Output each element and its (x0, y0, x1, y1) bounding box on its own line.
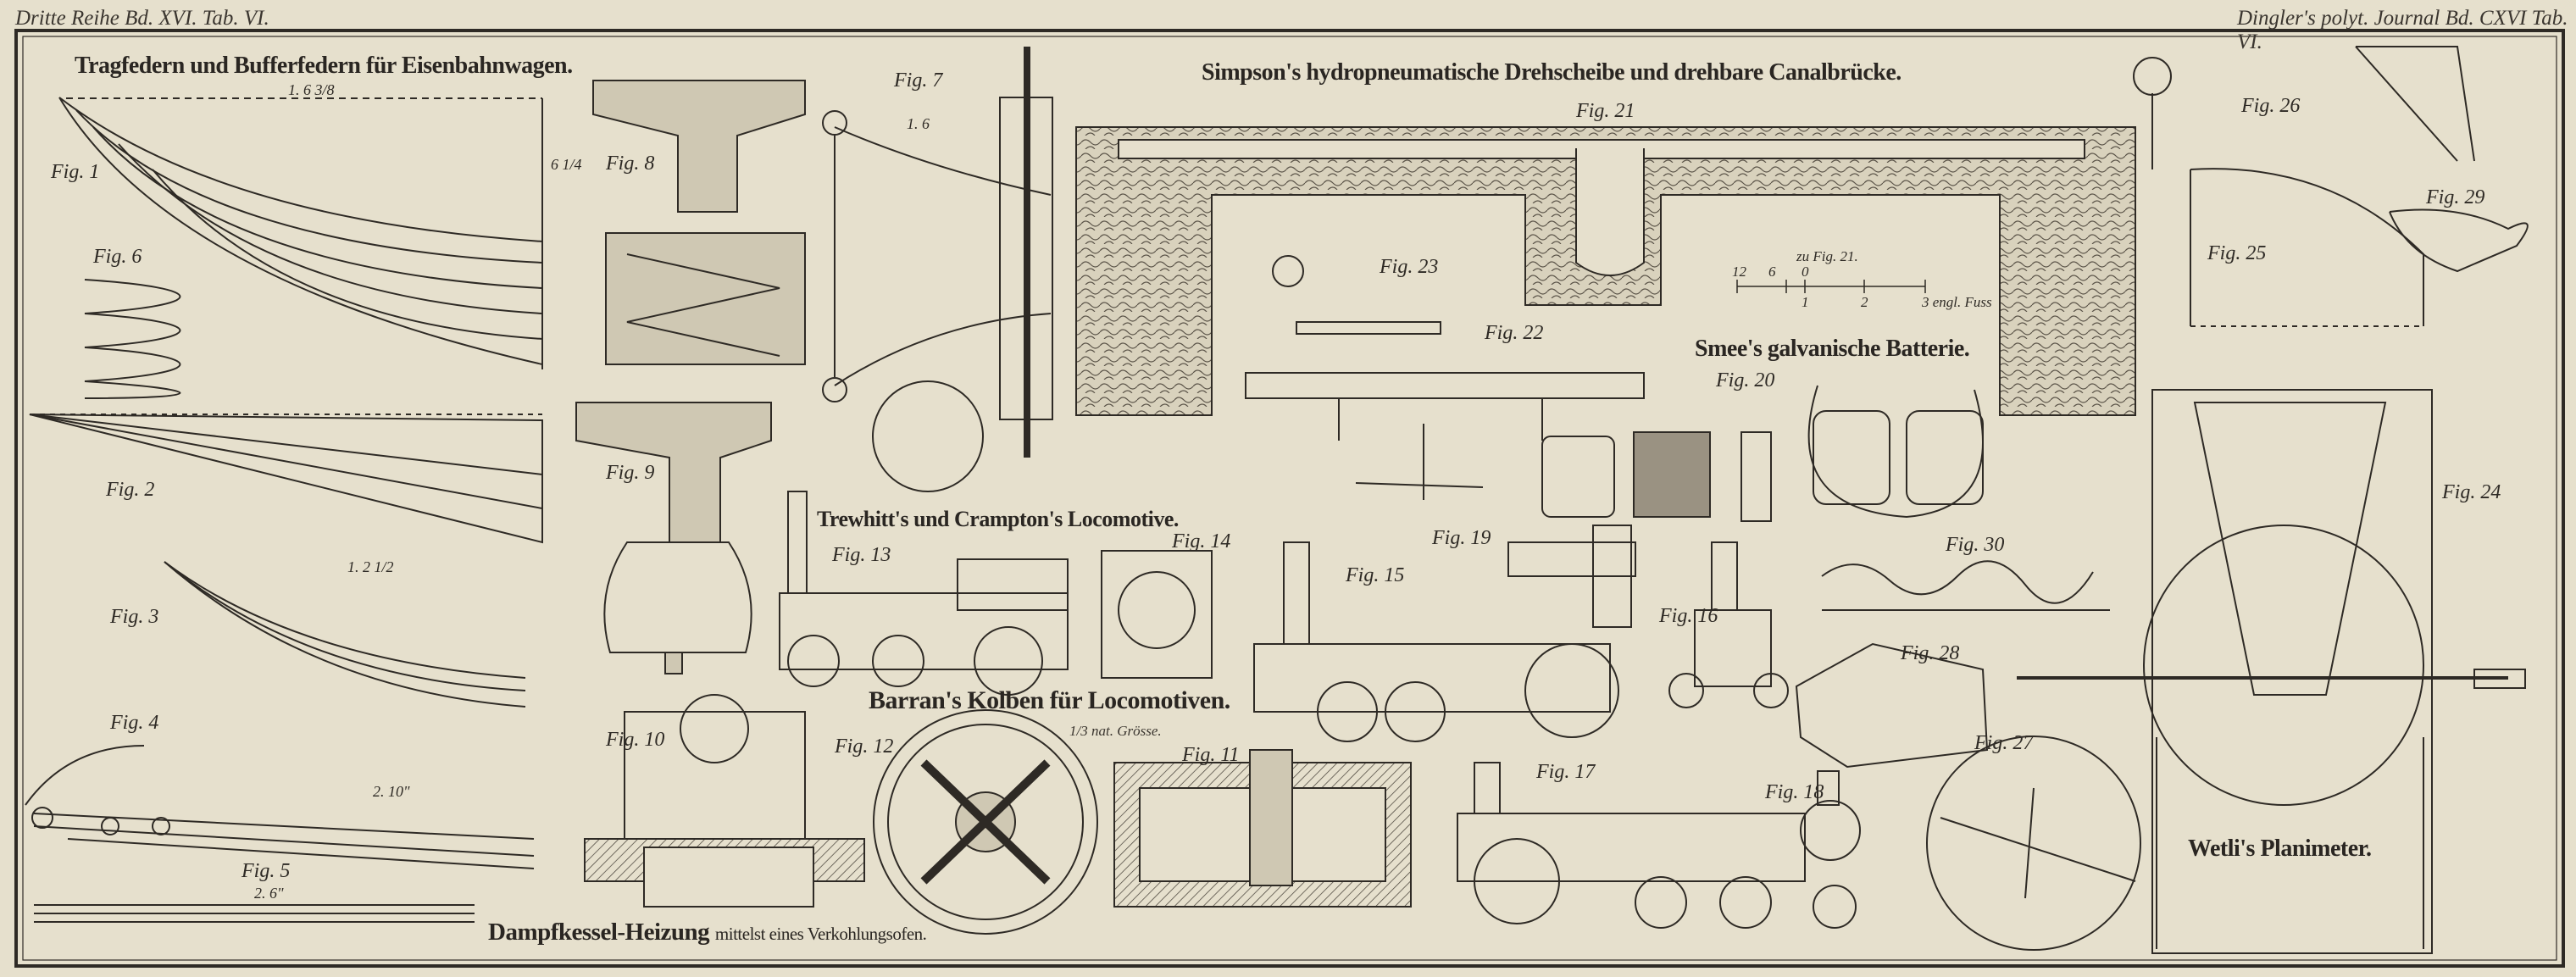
fig27-circle (1926, 736, 2141, 951)
title-trewhitt: Trewhitt's und Crampton's Locomotive. (817, 507, 1179, 531)
fig-label: Fig. 5 (241, 860, 290, 882)
barran-scale-note: 1/3 nat. Grösse. (1069, 723, 1162, 739)
fig12-piston-wheel (873, 709, 1098, 935)
fig-label: Fig. 4 (109, 712, 158, 734)
fig-label: Fig. 6 (92, 246, 142, 268)
scale-tick: 1 (1802, 294, 1809, 310)
fig-label: Fig. 12 (834, 736, 893, 758)
fig-label: Fig. 14 (1171, 530, 1230, 552)
fig-label: Fig. 23 (1379, 256, 1438, 278)
fig8-rail-drawing (592, 80, 806, 365)
title-wetli: Wetli's Planimeter. (2188, 835, 2372, 862)
plate-frame (14, 29, 2565, 968)
fig20-battery-drawing (1541, 385, 1984, 522)
fig7-spring-drawing (822, 47, 1053, 492)
fig-label: Fig. 13 (831, 544, 891, 566)
fig11-piston-section (1113, 749, 1412, 908)
fig-label: Fig. 30 (1945, 534, 2004, 556)
fig-label: Fig. 29 (2425, 186, 2484, 208)
fig-label: Fig. 24 (2441, 481, 2501, 503)
fig-label: Fig. 19 (1431, 527, 1491, 549)
title-springs: Tragfedern und Bufferfedern für Eisenbah… (75, 53, 573, 79)
fig-label: Fig. 16 (1658, 605, 1718, 627)
fig-label: Fig. 21 (1575, 100, 1635, 122)
title-smee: Smee's galvanische Batterie. (1695, 336, 1970, 362)
fig2-spring-drawing (29, 414, 543, 544)
scale-tick: 12 (1732, 264, 1747, 280)
fig-label: Fig. 8 (605, 153, 654, 175)
fig-label: Fig. 17 (1535, 761, 1596, 783)
fig19-16-drawing (1507, 525, 1789, 708)
fig3-spring-drawing (164, 561, 526, 708)
fig-label: Fig. 15 (1345, 564, 1404, 586)
fig1-leaf-spring-drawing (58, 97, 543, 369)
header-journal: Dingler's polyt. Journal Bd. CXVI Tab. V… (2237, 7, 2568, 53)
fig-label: Fig. 1 (50, 161, 99, 183)
figure-labels: Fig. 1 Fig. 6 Fig. 2 Fig. 3 Fig. 4 Fig. … (50, 69, 2501, 882)
title-dampfkessel-sub: mittelst eines Verkohlungsofen. (714, 924, 927, 944)
scale-tick: 3 engl. Fuss (1921, 294, 1992, 310)
fig4-buffer-drawing (25, 745, 535, 869)
fig25-26-29-geometry (2190, 46, 2529, 327)
scale-tick: 2 (1861, 294, 1868, 310)
fig10-boiler-drawing (584, 694, 865, 908)
fig-label: Fig. 27 (1974, 732, 2034, 754)
fig-label: Fig. 10 (605, 729, 664, 751)
fig28-polygon (1795, 642, 1989, 769)
fig15-locomotive (1253, 541, 1619, 742)
title-barran: Barran's Kolben für Locomotiven. (869, 686, 1230, 714)
scale-bar (1736, 280, 1926, 293)
fig24-planimeter (2017, 389, 2526, 954)
fig14-locomotive-front (1101, 550, 1213, 679)
dimension-label: 1. 2 1/2 (347, 558, 394, 575)
fig-label: Fig. 28 (1900, 642, 1959, 664)
dimension-labels: 1. 6 3/8 6 1/4 1. 2 1/2 2. 10" 2. 6" 1. … (254, 81, 930, 902)
fig9-drawing (575, 402, 772, 674)
scale-tick: 6 (1768, 264, 1776, 280)
dimension-label: 2. 10" (373, 783, 410, 800)
fig13-locomotive (779, 491, 1069, 696)
fig-label: Fig. 2 (105, 479, 154, 501)
fig21-turntable-section (1075, 57, 2172, 416)
fig6-coil-spring-drawing (84, 279, 181, 399)
fig-label: Fig. 9 (605, 462, 654, 484)
fig30-curve (1821, 560, 2110, 611)
fig17-locomotive (1457, 762, 1806, 929)
fig22-23-mechanism (1245, 255, 1645, 500)
scale-labels: zu Fig. 21. 12 6 0 1 2 3 engl. Fuss (1732, 248, 1992, 310)
title-simpson: Simpson's hydropneumatische Drehscheibe … (1202, 59, 1901, 86)
dimension-label: 2. 6" (254, 885, 284, 902)
scale-tick: 0 (1802, 264, 1809, 280)
fig-label: Fig. 22 (1484, 322, 1543, 344)
fig-label: Fig. 26 (2240, 95, 2300, 117)
header-series: Dritte Reihe Bd. XVI. Tab. VI. (15, 7, 269, 30)
fig-label: Fig. 25 (2207, 242, 2266, 264)
fig-label: Fig. 7 (893, 69, 943, 92)
dimension-label: 1. 6 3/8 (288, 81, 335, 98)
fig-label: Fig. 3 (109, 606, 158, 628)
title-dampfkessel-main: Dampfkessel-Heizung (488, 919, 710, 946)
fig5-spring-drawing (34, 904, 475, 923)
dimension-label: 6 1/4 (551, 156, 582, 173)
fig-label: Fig. 11 (1181, 744, 1240, 766)
fig-label: Fig. 18 (1764, 781, 1824, 803)
title-dampfkessel: Dampfkessel-Heizung mittelst eines Verko… (488, 919, 927, 946)
dimension-label: 1. 6 (907, 115, 930, 132)
fig-label: Fig. 20 (1715, 369, 1774, 391)
scale-caption: zu Fig. 21. (1796, 248, 1858, 264)
fig18-locomotive-front (1800, 770, 1861, 929)
